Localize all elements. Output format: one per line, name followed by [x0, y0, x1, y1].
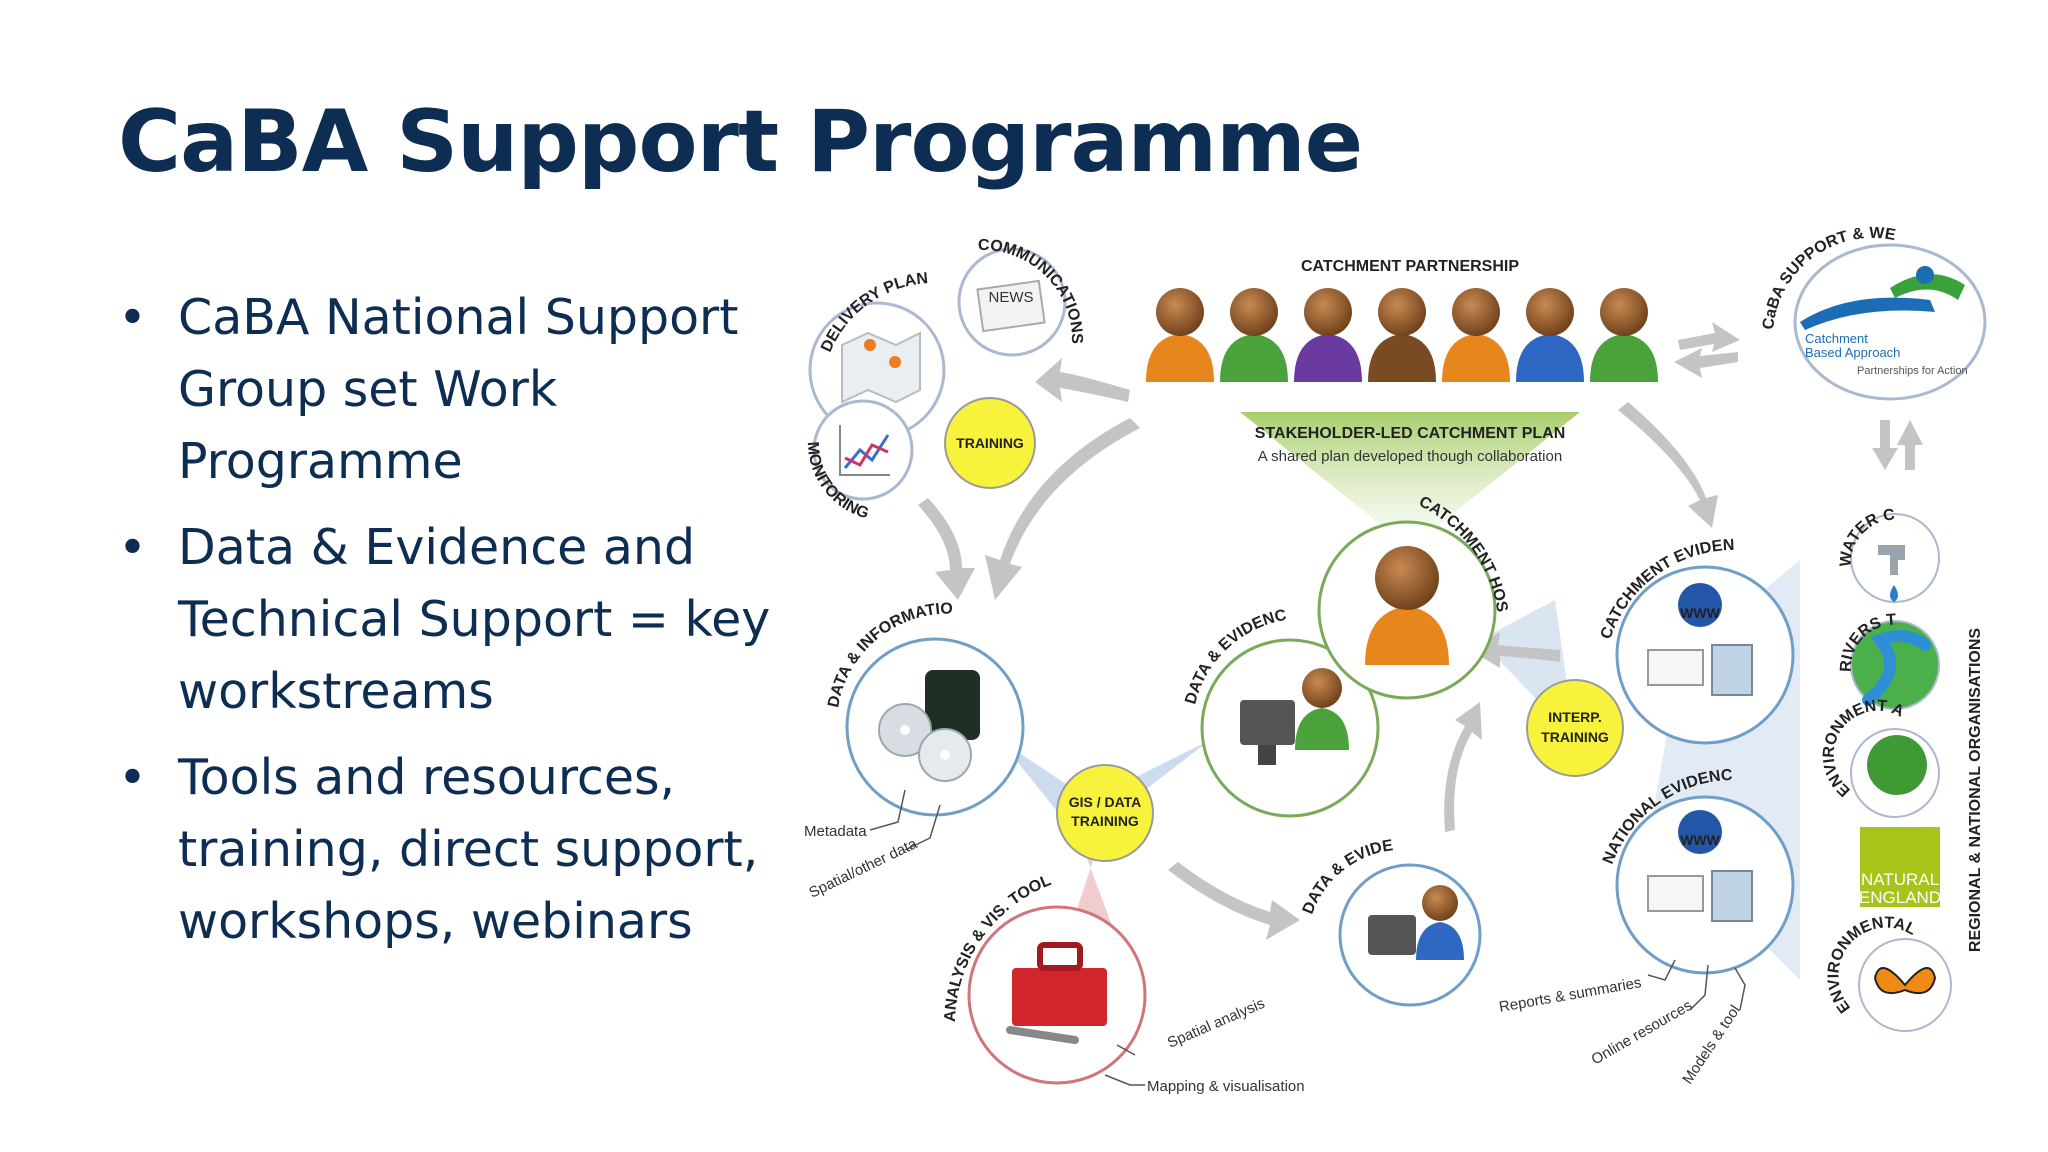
regional-national-label: REGIONAL & NATIONAL ORGANISATIONS [1967, 628, 1984, 952]
training-badge [944, 397, 1036, 489]
data-information-label: DATA & INFORMATION [0, 0, 953, 709]
online-resources-label: Online resources [1588, 997, 1695, 1069]
river-icon [1862, 630, 1931, 706]
water-drop-icon [1890, 585, 1898, 602]
data-evidence-local-label: DATA & EVIDENCE [0, 0, 1394, 916]
natural-england-logo [1860, 827, 1940, 907]
catchment-host-icon [1365, 546, 1449, 665]
person-icon [1146, 288, 1214, 382]
newspaper-icon: NEWS [976, 279, 1046, 333]
gis-training-label-1: GIS / DATA [1069, 794, 1142, 810]
spatial-analysis-label: Spatial analysis [1165, 995, 1268, 1052]
butterfly-icon [1873, 967, 1937, 994]
analysis-tools-label: ANALYSIS & VIS. TOOLS [0, 0, 1054, 1022]
person-icon [1516, 288, 1584, 382]
interp-training-label-2: TRAINING [1541, 729, 1609, 745]
map-icon [841, 331, 921, 404]
chart-icon [839, 425, 890, 476]
metadata-label: Metadata [804, 823, 867, 840]
plan-title: STAKEHOLDER-LED CATCHMENT PLAN [1255, 425, 1566, 442]
training-label: TRAINING [956, 435, 1024, 451]
data-evidence-label: DATA & EVIDENCE [0, 0, 1288, 706]
flow-arrows [918, 322, 1923, 940]
person-icon [1442, 288, 1510, 382]
person-icon [1368, 288, 1436, 382]
leader-lines [869, 789, 1746, 1086]
organisation-icons: NATURAL ENGLAND [1850, 513, 1952, 1032]
www-label: WWW [1680, 832, 1720, 848]
slide-title: CaBA Support Programme [118, 92, 1363, 192]
gis-training-label-2: TRAINING [1071, 813, 1139, 829]
stakeholder-people [1146, 288, 1658, 382]
training-badges [944, 397, 1624, 862]
web-resources-icon: WWW [1647, 583, 1753, 696]
logo-line-1: Catchment [1805, 331, 1868, 346]
tree-icon [1867, 735, 1927, 795]
natural-england-label-1: NATURAL [1861, 870, 1939, 889]
interp-training-badge [1526, 679, 1624, 777]
person-icon [1294, 288, 1362, 382]
disc-icon [878, 670, 980, 782]
person-icon [1220, 288, 1288, 382]
reports-label: Reports & summaries [1498, 974, 1643, 1016]
national-evidence-circle [1615, 795, 1795, 975]
tap-icon [1878, 545, 1905, 575]
person-icon [1590, 288, 1658, 382]
logo-line-2: Based Approach [1805, 345, 1900, 360]
bullet-item: Tools and resources, training, direct su… [118, 742, 778, 958]
www-label: WWW [1680, 605, 1720, 621]
bullet-item: Data & Evidence and Technical Support = … [118, 512, 778, 728]
toolbox-icon [1006, 942, 1107, 1044]
natural-england-label-2: ENGLAND [1859, 888, 1941, 907]
mapping-vis-label: Mapping & visualisation [1147, 1078, 1305, 1095]
bullet-list: CaBA National Support Group set Work Pro… [118, 282, 778, 972]
bullet-item: CaBA National Support Group set Work Pro… [118, 282, 778, 498]
logo-line-3: Partnerships for Action [1857, 365, 1968, 377]
spatial-other-label: Spatial/other data [806, 835, 920, 902]
caba-website-label: CaBA SUPPORT & WEBSITE [0, 0, 1897, 331]
web-resources-icon: WWW [1647, 810, 1753, 922]
catchment-evidence-circle [1615, 565, 1795, 745]
catchment-host-label: CATCHMENT HOST [0, 0, 1510, 614]
computer-user-icon [1368, 885, 1464, 960]
caba-logo: Catchment Based Approach Partnerships fo… [1800, 266, 1968, 377]
gis-training-badge [1056, 764, 1154, 862]
news-label: NEWS [989, 289, 1034, 306]
interp-training-label-1: INTERP. [1548, 709, 1601, 725]
computer-user-icon [1240, 668, 1349, 765]
water-company-label: WATER COMPANY [0, 0, 1896, 567]
plan-subtitle: A shared plan developed though collabora… [1258, 448, 1562, 465]
catchment-partnership-label: CATCHMENT PARTNERSHIP [1301, 258, 1519, 275]
node-circles [808, 243, 1987, 1085]
